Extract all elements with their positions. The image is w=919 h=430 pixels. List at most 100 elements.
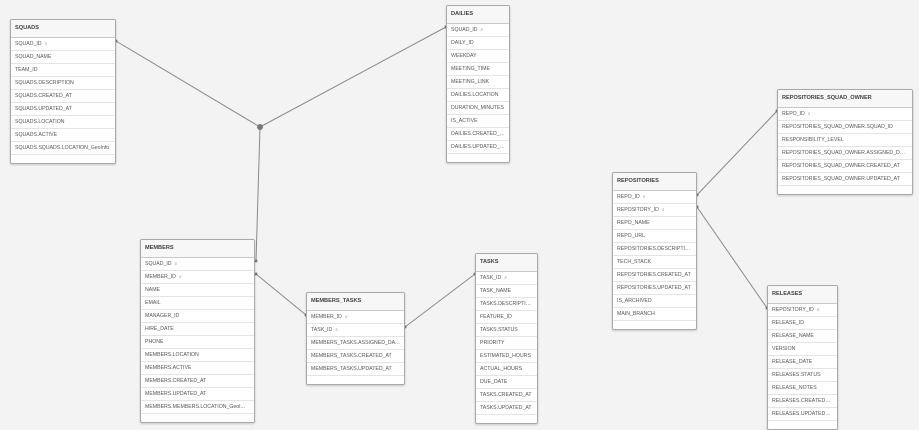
field-row[interactable]: SQUAD_ID⌕ — [447, 24, 509, 37]
field-row[interactable]: RELEASES.UPDATED_AT — [768, 408, 837, 421]
link-hub-node — [257, 124, 263, 130]
field-row[interactable]: SQUADS.SQUADS.LOCATION_GeoInfo — [11, 142, 115, 155]
field-row[interactable]: SQUAD_ID⌕ — [11, 38, 115, 51]
field-row[interactable]: MEMBERS_TASKS.UPDATED_AT — [307, 363, 404, 376]
field-name: VERSION — [772, 346, 796, 352]
field-name: REPO_ID — [617, 194, 640, 200]
field-row[interactable]: TECH_STACK — [613, 256, 696, 269]
field-row[interactable]: REPO_ID⌕ — [778, 108, 912, 121]
field-row[interactable]: MEETING_TIME — [447, 63, 509, 76]
field-row[interactable]: MANAGER_ID — [141, 310, 254, 323]
field-row[interactable]: REPOSITORIES.UPDATED_AT — [613, 282, 696, 295]
field-row[interactable]: SQUADS.ACTIVE — [11, 129, 115, 142]
field-name: REPOSITORY_ID — [617, 207, 659, 213]
field-row[interactable]: TASK_NAME — [476, 285, 537, 298]
field-row[interactable]: IS_ARCHIVED — [613, 295, 696, 308]
field-row[interactable]: EMAIL — [141, 297, 254, 310]
field-row[interactable]: RELEASE_ID — [768, 317, 837, 330]
field-name: SQUADS.CREATED_AT — [15, 93, 72, 99]
field-row[interactable]: RESPONSIBILITY_LEVEL — [778, 134, 912, 147]
field-row[interactable]: REPOSITORIES_SQUAD_OWNER.CREATED_AT — [778, 160, 912, 173]
field-row[interactable]: MEMBERS.ACTIVE — [141, 362, 254, 375]
field-name: MEMBERS_TASKS.CREATED_AT — [311, 353, 392, 359]
field-row[interactable]: REPO_NAME — [613, 217, 696, 230]
field-row[interactable]: TASKS.UPDATED_AT — [476, 402, 537, 415]
field-row[interactable]: TASKS.DESCRIPTION — [476, 298, 537, 311]
field-name: TASKS.DESCRIPTION — [480, 301, 534, 307]
field-row[interactable]: MEMBERS_TASKS.CREATED_AT — [307, 350, 404, 363]
table-footer-space — [613, 321, 696, 329]
field-row[interactable]: RELEASES.STATUS — [768, 369, 837, 382]
field-row[interactable]: REPOSITORIES_SQUAD_OWNER.ASSIGNED_DATE — [778, 147, 912, 160]
field-row[interactable]: MAIN_BRANCH — [613, 308, 696, 321]
field-row[interactable]: REPOSITORY_ID⌕ — [613, 204, 696, 217]
field-row[interactable]: TASKS.CREATED_AT — [476, 389, 537, 402]
table-footer-space — [476, 415, 537, 423]
field-row[interactable]: SQUAD_NAME — [11, 51, 115, 64]
field-row[interactable]: RELEASE_DATE — [768, 356, 837, 369]
field-row[interactable]: VERSION — [768, 343, 837, 356]
field-row[interactable]: DAILY_ID — [447, 37, 509, 50]
field-row[interactable]: ESTIMATED_HOURS — [476, 350, 537, 363]
field-row[interactable]: SQUADS.LOCATION — [11, 116, 115, 129]
table-title: SQUADS — [11, 20, 115, 38]
field-row[interactable]: REPOSITORIES_SQUAD_OWNER.UPDATED_AT — [778, 173, 912, 186]
field-row[interactable]: HIRE_DATE — [141, 323, 254, 336]
field-row[interactable]: NAME — [141, 284, 254, 297]
field-row[interactable]: MEMBERS.MEMBERS.LOCATION_GeoI... — [141, 401, 254, 414]
field-row[interactable]: RELEASES.CREATED_AT — [768, 395, 837, 408]
field-row[interactable]: TASK_ID⌕ — [307, 324, 404, 337]
field-row[interactable]: SQUADS.UPDATED_AT — [11, 103, 115, 116]
field-row[interactable]: DURATION_MINUTES — [447, 102, 509, 115]
field-row[interactable]: TASKS.STATUS — [476, 324, 537, 337]
field-name: MEMBER_ID — [145, 274, 176, 280]
field-row[interactable]: WEEKDAY — [447, 50, 509, 63]
field-row[interactable]: DAILIES.LOCATION — [447, 89, 509, 102]
field-name: PHONE — [145, 339, 164, 345]
key-icon: ⌕ — [807, 111, 811, 117]
field-row[interactable]: SQUADS.DESCRIPTION — [11, 77, 115, 90]
field-name: REPO_URL — [617, 233, 645, 239]
field-name: RELEASES.STATUS — [772, 372, 821, 378]
field-row[interactable]: REPOSITORY_ID⌕ — [768, 304, 837, 317]
field-row[interactable]: MEMBERS.LOCATION — [141, 349, 254, 362]
field-name: IS_ACTIVE — [451, 118, 478, 124]
field-row[interactable]: REPOSITORIES.CREATED_AT — [613, 269, 696, 282]
field-row[interactable]: REPO_URL — [613, 230, 696, 243]
field-row[interactable]: MEETING_LINK — [447, 76, 509, 89]
field-name: TEAM_ID — [15, 67, 38, 73]
field-row[interactable]: DUE_DATE — [476, 376, 537, 389]
field-name: IS_ARCHIVED — [617, 298, 652, 304]
field-row[interactable]: MEMBERS.CREATED_AT — [141, 375, 254, 388]
field-row[interactable]: REPOSITORIES.DESCRIPTION — [613, 243, 696, 256]
field-name: MEMBERS.ACTIVE — [145, 365, 192, 371]
field-row[interactable]: MEMBERS_TASKS.ASSIGNED_DATE — [307, 337, 404, 350]
field-row[interactable]: REPOSITORIES_SQUAD_OWNER.SQUAD_ID — [778, 121, 912, 134]
field-row[interactable]: TEAM_ID — [11, 64, 115, 77]
field-row[interactable]: TASK_ID⌕ — [476, 272, 537, 285]
field-row[interactable]: ACTUAL_HOURS — [476, 363, 537, 376]
field-row[interactable]: SQUADS.CREATED_AT — [11, 90, 115, 103]
field-row[interactable]: RELEASE_NAME — [768, 330, 837, 343]
field-row[interactable]: MEMBER_ID⌕ — [307, 311, 404, 324]
field-row[interactable]: FEATURE_ID — [476, 311, 537, 324]
field-row[interactable]: MEMBER_ID⌕ — [141, 271, 254, 284]
field-row[interactable]: MEMBERS.UPDATED_AT — [141, 388, 254, 401]
field-row[interactable]: REPO_ID⌕ — [613, 191, 696, 204]
field-name: DAILIES.UPDATED_AT — [451, 144, 506, 150]
field-row[interactable]: IS_ACTIVE — [447, 115, 509, 128]
field-row[interactable]: DAILIES.UPDATED_AT — [447, 141, 509, 154]
field-row[interactable]: RELEASE_NOTES — [768, 382, 837, 395]
field-row[interactable]: PHONE — [141, 336, 254, 349]
field-row[interactable]: PRIORITY — [476, 337, 537, 350]
field-row[interactable]: SQUAD_ID⌕ — [141, 258, 254, 271]
field-row[interactable]: DAILIES.CREATED_AT — [447, 128, 509, 141]
